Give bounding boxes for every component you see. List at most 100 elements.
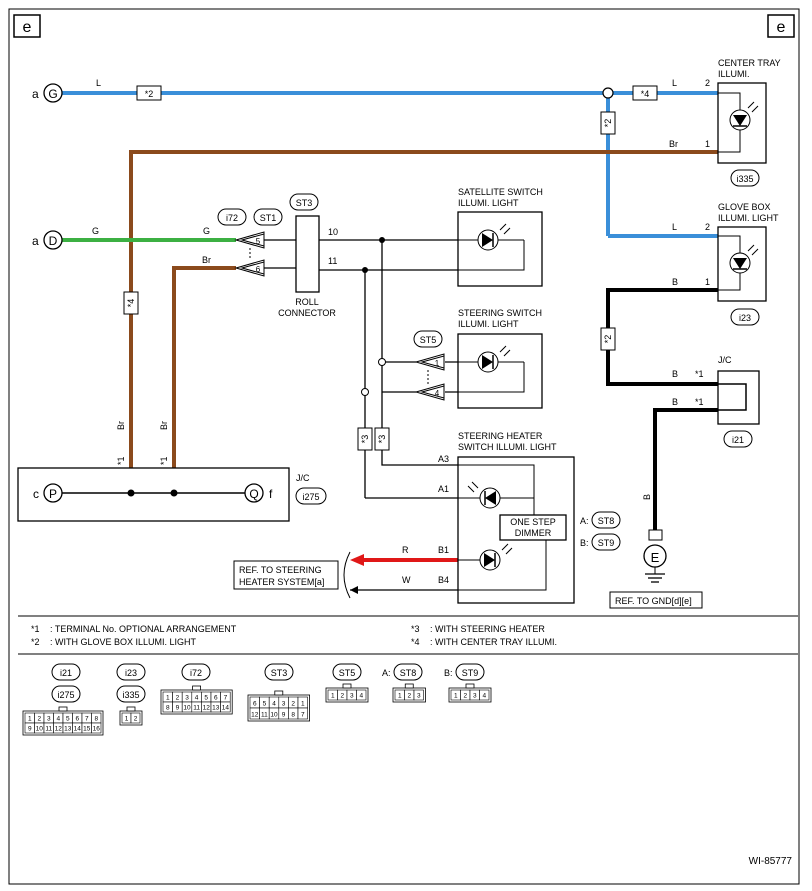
connector-pin-number: 4 <box>272 701 276 708</box>
connector-pin-number: 10 <box>36 726 44 733</box>
terminal-a-D: a D <box>32 230 63 250</box>
figure-id: WI-85777 <box>749 856 793 867</box>
ref-to-steering-heater: REF. TO STEERING HEATER SYSTEM[a] <box>233 560 339 590</box>
splice-open <box>361 388 369 396</box>
svg-text:J/C: J/C <box>296 473 310 483</box>
connector-pin-number: 8 <box>94 716 98 723</box>
connector-latch <box>126 706 136 712</box>
pin-label: 1 <box>705 139 710 149</box>
satellite-switch-illumi-light: SATELLITE SWITCH ILLUMI. LIGHT <box>457 187 543 287</box>
connector-pin-number: 2 <box>340 693 344 700</box>
connector-pin-number: 10 <box>270 712 278 719</box>
connector-latch <box>192 685 202 691</box>
wire-label-L-2: L <box>672 78 677 88</box>
wire-label-B-vert: B <box>642 494 652 500</box>
svg-text:ST9: ST9 <box>598 538 615 548</box>
note-tag-4-top: *4 <box>632 85 658 101</box>
connector-pin-number: 15 <box>83 726 91 733</box>
wire-label-B: B <box>672 369 678 379</box>
connector-latch <box>274 690 284 696</box>
connector-pin-number: 1 <box>166 695 170 702</box>
wire-label-L-1: L <box>96 78 101 88</box>
svg-text:4: 4 <box>435 389 440 398</box>
connector-view-name: i335 <box>122 690 139 700</box>
wire-B-thick <box>606 288 718 530</box>
wire-label-G-1: G <box>92 226 99 236</box>
note-tag-4-vert: *4 <box>123 291 139 315</box>
splice-open <box>378 358 386 366</box>
legend-item-2: *2 : WITH GLOVE BOX ILLUMI. LIGHT <box>31 637 197 647</box>
svg-text:*3: *3 <box>360 435 370 444</box>
connector-cavity <box>413 689 424 701</box>
note-tag-3-b: *3 <box>374 427 390 451</box>
connector-pin-number: 13 <box>212 705 220 712</box>
connector-view-name: i21 <box>60 668 72 678</box>
wire-label-B: B <box>672 277 678 287</box>
svg-text:i72: i72 <box>226 213 238 223</box>
connector-i72: i72 ST1 5 6 <box>217 208 296 277</box>
svg-text:c: c <box>33 487 39 501</box>
connector-latch <box>58 706 68 712</box>
connector-pin-number: 10 <box>183 705 191 712</box>
connector-pin-number: 7 <box>85 716 89 723</box>
svg-text:6: 6 <box>256 265 261 274</box>
svg-text:*2: *2 <box>31 637 40 647</box>
wire-Br-pin6 <box>172 266 236 493</box>
wire-label-B: B <box>672 397 678 407</box>
connector-pin-number: 4 <box>359 693 363 700</box>
connector-pin-number: 8 <box>166 705 170 712</box>
legend-item-3: *3 : WITH STEERING HEATER <box>411 624 545 634</box>
connector-st8: A: ST8 <box>580 511 621 529</box>
page-code-left: e <box>13 14 41 38</box>
legend-item-4: *4 : WITH CENTER TRAY ILLUMI. <box>411 637 557 647</box>
connector-pin-number: 3 <box>417 693 421 700</box>
pin-label: 11 <box>328 256 337 266</box>
connector-pin-number: 12 <box>55 726 63 733</box>
connector-pin-number: 1 <box>331 693 335 700</box>
connector-view-prefix: A: <box>382 668 391 678</box>
svg-text:J/C: J/C <box>718 355 732 365</box>
svg-text:e: e <box>777 19 786 36</box>
connector-pin-number: 3 <box>185 695 189 702</box>
ref-bracket <box>343 551 351 599</box>
wire-label-Br-vert: Br <box>116 421 126 430</box>
svg-text:: WITH GLOVE BOX ILLUMI. LIGHT: : WITH GLOVE BOX ILLUMI. LIGHT <box>50 637 197 647</box>
connector-pin-number: 3 <box>350 693 354 700</box>
terminal-a-G: a G <box>32 83 63 103</box>
svg-text:*3: *3 <box>377 435 387 444</box>
note-tag-2-vert: *2 <box>600 111 616 135</box>
roll-connector-st3: ST3 ROLL CONNECTOR <box>278 193 336 318</box>
connector-pin-number: 2 <box>37 716 41 723</box>
connector-pin-number: 6 <box>75 716 79 723</box>
svg-text:P: P <box>49 487 57 501</box>
connector-view-name: i23 <box>125 668 137 678</box>
svg-text:*4: *4 <box>641 89 650 99</box>
connector-cavity <box>220 701 231 713</box>
svg-text:*2: *2 <box>603 335 613 344</box>
connector-pin-number: 16 <box>93 726 101 733</box>
svg-text:E: E <box>651 550 660 565</box>
note-tag-2-top: *2 <box>136 85 162 101</box>
svg-text:5: 5 <box>256 237 261 246</box>
wire-label-Br: Br <box>669 139 678 149</box>
connector-pin-number: 14 <box>222 705 230 712</box>
svg-text:*1: *1 <box>31 624 40 634</box>
connector-view-name: ST5 <box>339 668 356 678</box>
connector-pin-number: 1 <box>454 693 458 700</box>
svg-text:D: D <box>49 234 58 248</box>
pin-label: 2 <box>705 78 710 88</box>
svg-text:HEATER SYSTEM[a]: HEATER SYSTEM[a] <box>239 577 324 587</box>
wire-label-G-2: G <box>203 226 210 236</box>
note-tag-2-vert-lower: *2 <box>600 327 616 351</box>
svg-text:ST3: ST3 <box>296 198 313 208</box>
svg-text:*3: *3 <box>411 624 420 634</box>
svg-text:ILLUMI. LIGHT: ILLUMI. LIGHT <box>458 319 519 329</box>
jc-right-i21: J/C i21 <box>717 355 760 448</box>
connector-view-name: i72 <box>190 668 202 678</box>
